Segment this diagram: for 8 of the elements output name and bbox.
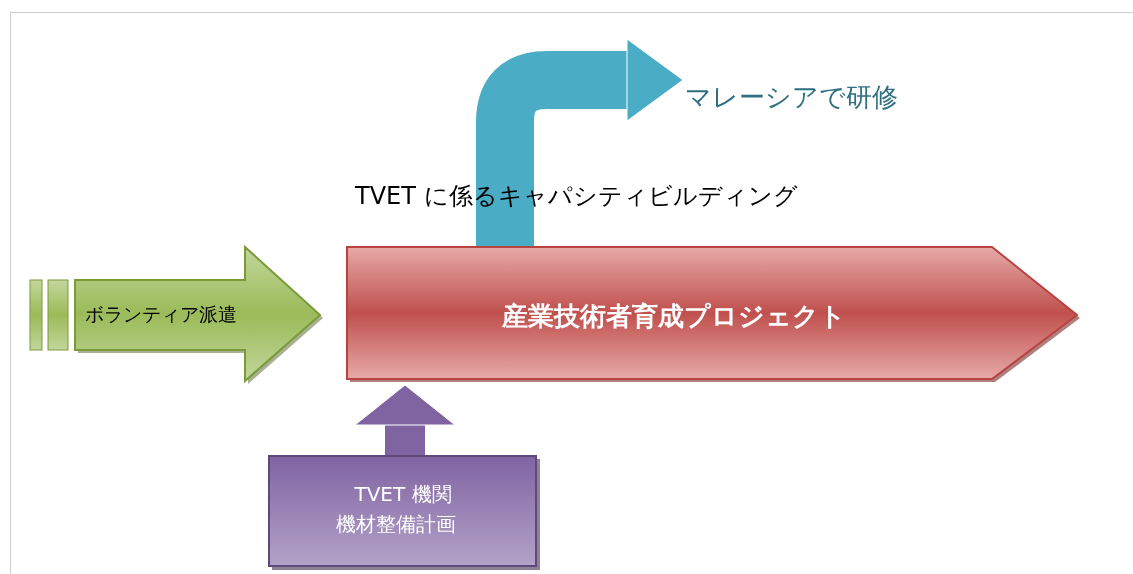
arrow-shape	[30, 247, 322, 383]
arrow-shape	[347, 247, 1082, 383]
node-label: 産業技術者育成プロジェクト	[502, 300, 846, 333]
node-label: マレーシアで研修	[685, 81, 898, 114]
node-label: TVET 機関機材整備計画	[335, 481, 457, 538]
block-arrow	[354, 384, 456, 455]
node-label: ボランティア派遣	[85, 302, 237, 327]
process-box	[268, 455, 540, 570]
